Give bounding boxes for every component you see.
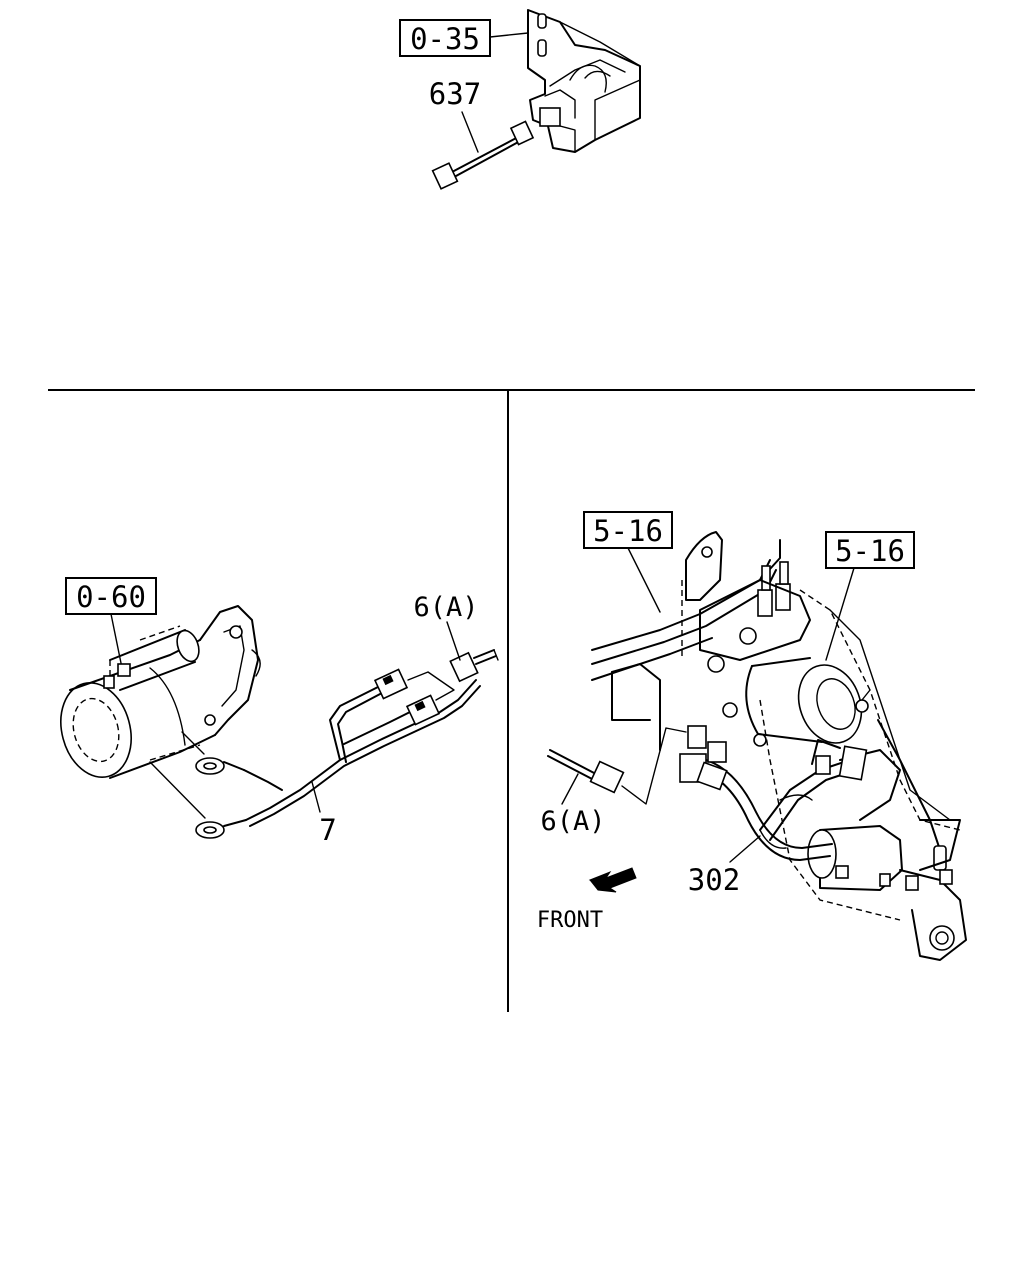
harness-7-drawing (195, 649, 499, 839)
harness-302-drawing (679, 725, 901, 861)
engine-frame-drawing (591, 531, 967, 961)
lower-left-section: 0-60 (60, 577, 499, 847)
ref-label-5-16-right[interactable]: 5-16 (835, 534, 905, 568)
ref-label-0-60[interactable]: 0-60 (76, 580, 146, 614)
part-label-302[interactable]: 302 (688, 863, 740, 897)
part-label-637[interactable]: 637 (429, 77, 481, 111)
ref-box-0-60[interactable] (65, 577, 157, 615)
front-label: FRONT (537, 908, 603, 933)
connector-6a-right-drawing (547, 727, 687, 805)
ref-label-0-35[interactable]: 0-35 (410, 22, 480, 56)
front-arrow-icon (588, 867, 637, 893)
ref-box-5-16-right[interactable] (825, 531, 915, 569)
part-label-6a-left[interactable]: 6(A) (413, 592, 478, 623)
part-label-6a-right[interactable]: 6(A) (540, 806, 605, 837)
ref-label-5-16-left[interactable]: 5-16 (593, 514, 663, 548)
lower-right-section: 5-16 5-16 (537, 511, 967, 961)
part-label-7[interactable]: 7 (319, 813, 336, 847)
harness-637-drawing (431, 120, 535, 190)
ref-box-5-16-left[interactable] (583, 511, 673, 549)
ref-box-0-35[interactable] (399, 19, 491, 57)
top-section: 0-35 637 (399, 9, 641, 190)
starter-motor-drawing (60, 605, 261, 779)
relay-bracket-drawing (527, 9, 641, 153)
